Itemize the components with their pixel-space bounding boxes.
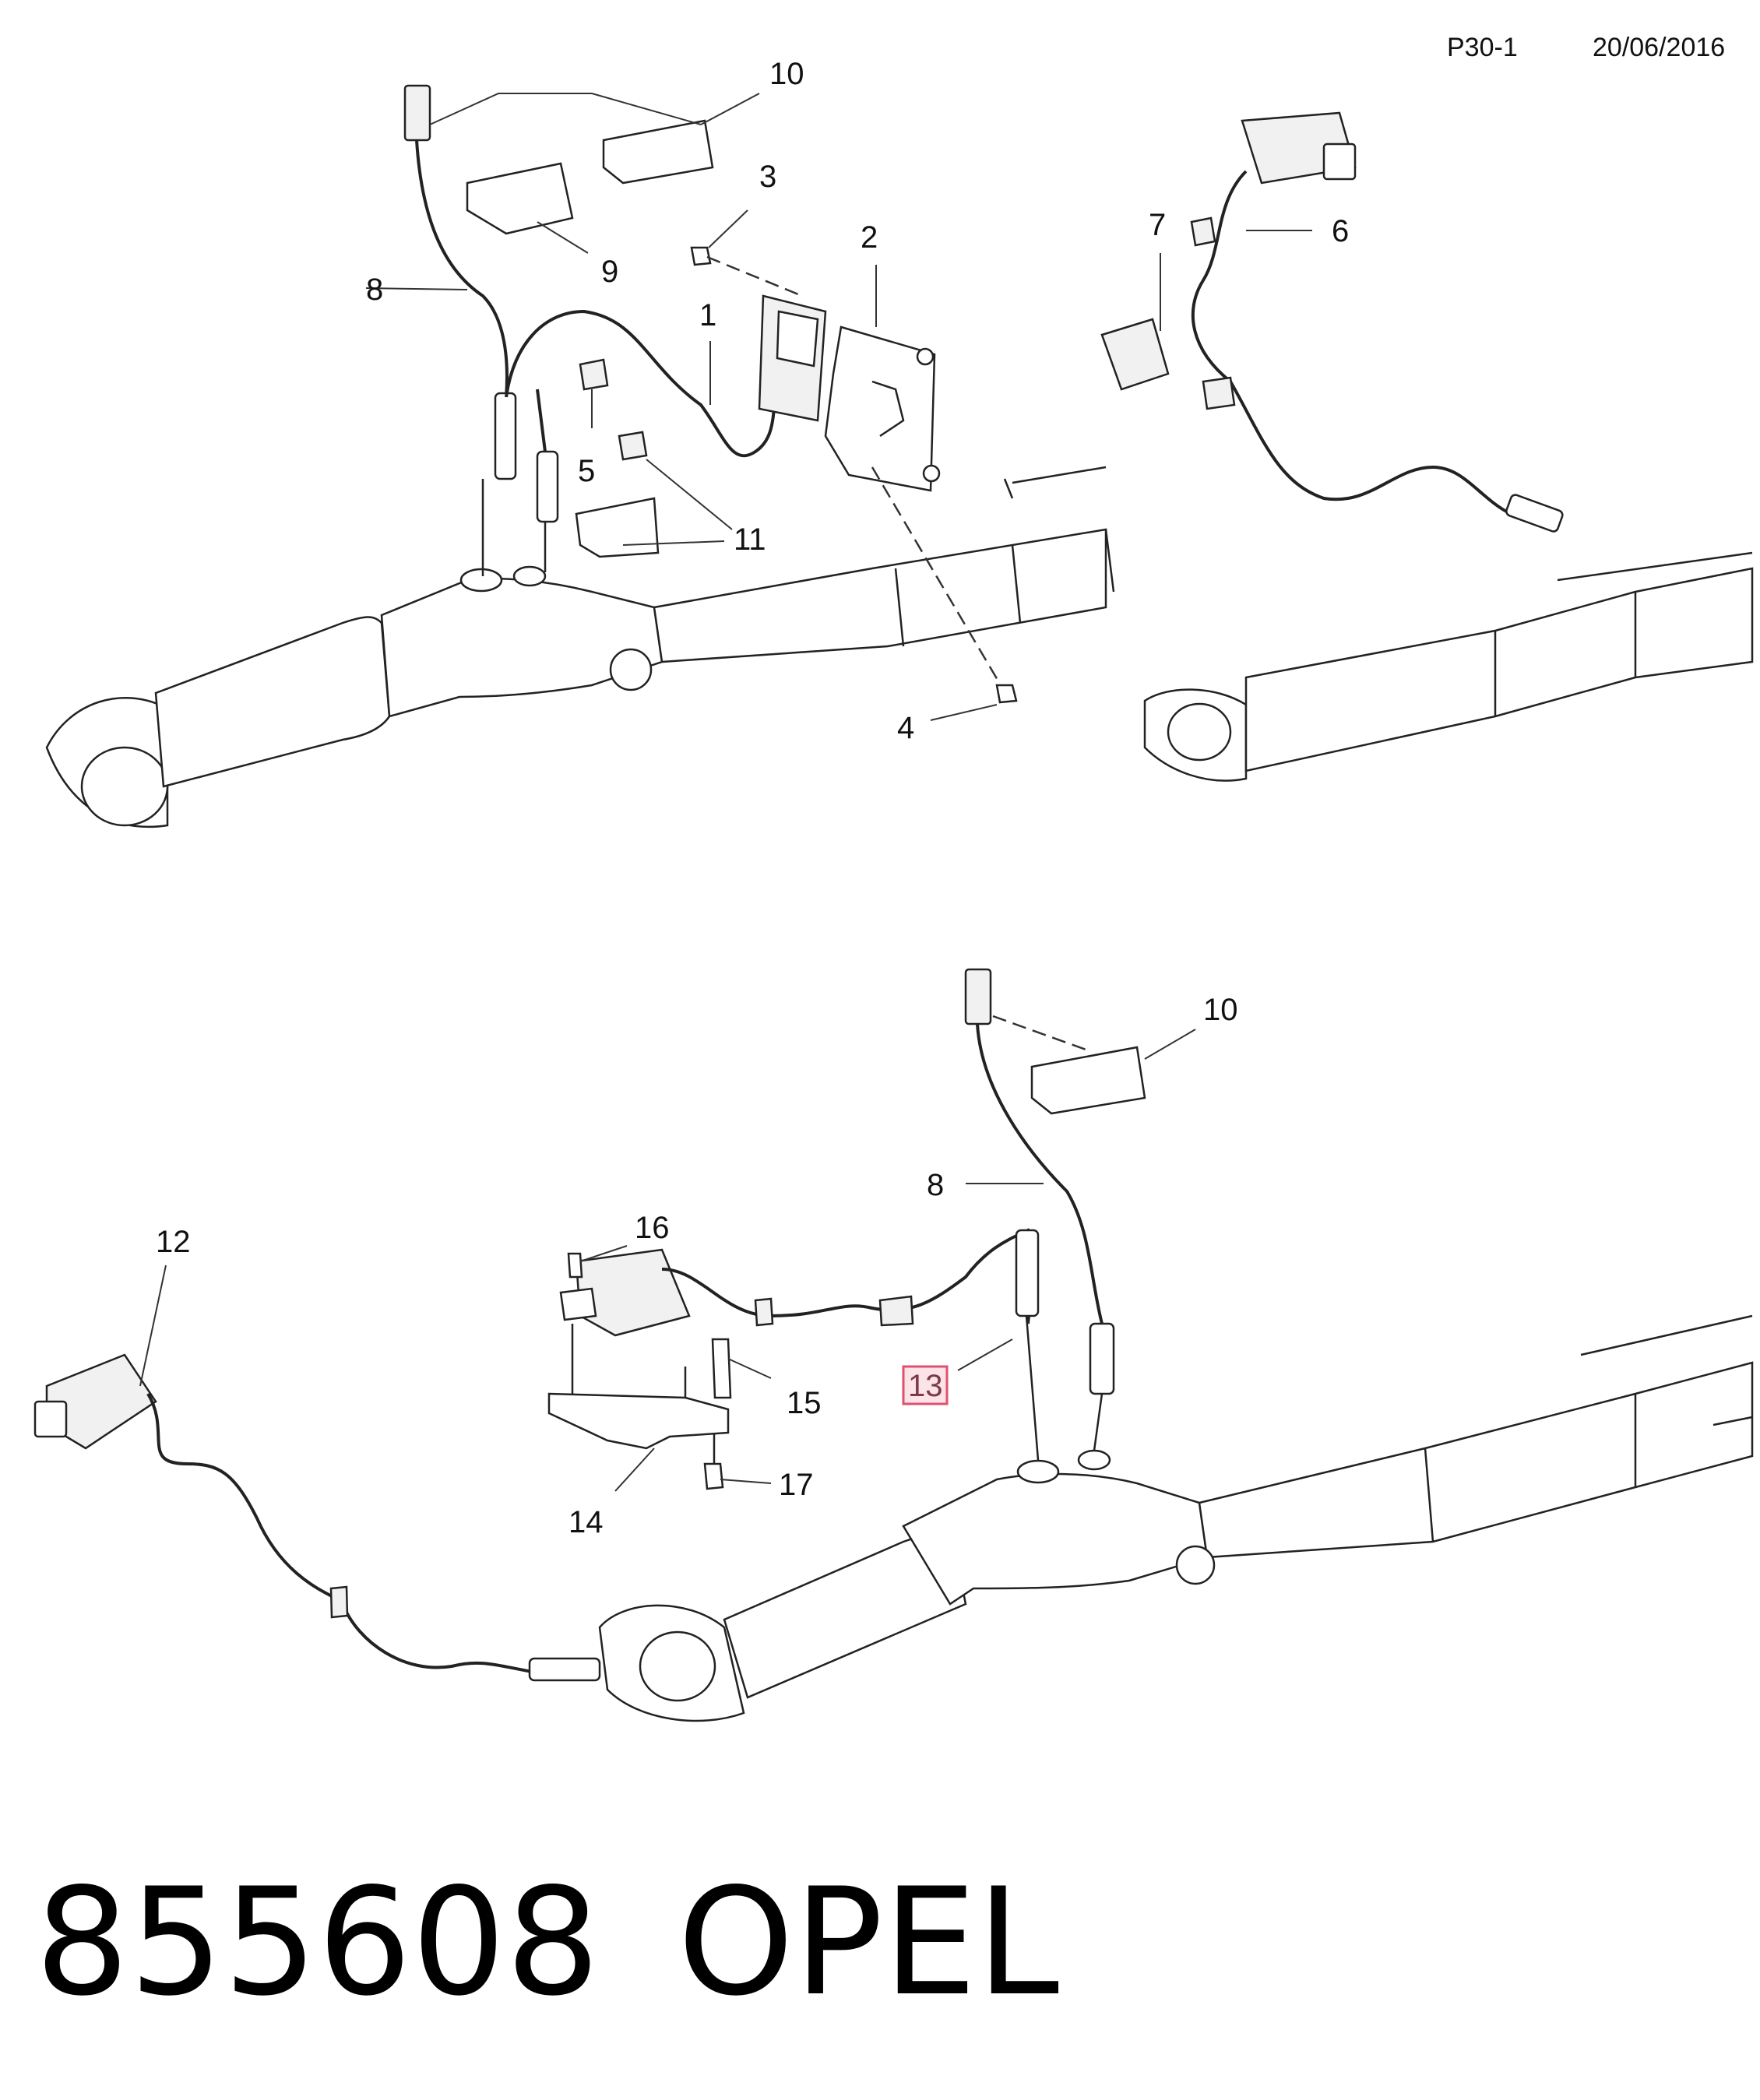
top-left-exhaust-assembly <box>45 84 1115 828</box>
callouts-top: 10 3 2 9 8 1 5 11 4 7 6 <box>366 57 1349 745</box>
sensor-boss-left <box>459 568 503 593</box>
sensor-cable-8-bottom <box>976 1023 1104 1324</box>
callout-17[interactable]: 17 <box>779 1468 814 1502</box>
part-number: 855608 <box>35 1856 600 2028</box>
oxygen-sensor-bottom-left <box>1015 1229 1040 1317</box>
oxygen-sensor-bottom-right <box>1089 1322 1115 1395</box>
bottom-exhaust-assembly <box>33 968 1754 1722</box>
bolt-15 <box>711 1338 732 1399</box>
callout-5[interactable]: 5 <box>578 454 595 488</box>
exhaust-pipe-bottom <box>1198 1361 1754 1559</box>
exhaust-pipe-top-right <box>1244 567 1754 772</box>
callout-6[interactable]: 6 <box>1332 214 1349 248</box>
sensor-connector-8-bottom <box>964 968 992 1025</box>
page-reference: P30-1 <box>1447 33 1518 62</box>
callout-11[interactable]: 11 <box>734 522 766 557</box>
sensor-cable-12 <box>146 1392 546 1676</box>
heat-shield-9 <box>466 162 574 235</box>
callout-10-top[interactable]: 10 <box>769 57 804 91</box>
exhaust-manifold <box>380 577 664 718</box>
pipe-clamp <box>609 648 653 691</box>
bolt-16 <box>567 1252 583 1279</box>
nut-17 <box>703 1462 724 1490</box>
callout-2[interactable]: 2 <box>861 220 878 255</box>
leader-lines <box>139 93 1312 1492</box>
exhaust-flange-port <box>80 746 169 827</box>
callout-4[interactable]: 4 <box>897 711 914 745</box>
top-right-exhaust-assembly <box>1100 111 1754 782</box>
sensor-cable-6 <box>1191 170 1512 515</box>
cable-bracket-11 <box>575 497 660 558</box>
callout-14[interactable]: 14 <box>568 1505 604 1539</box>
callout-9[interactable]: 9 <box>601 255 618 289</box>
sensor-connector-8 <box>403 84 431 142</box>
brand-name: OPEL <box>678 1856 1059 2028</box>
exhaust-manifold-bottom <box>902 1472 1209 1606</box>
oxygen-sensor-bottom-far-left <box>528 1657 601 1682</box>
callout-10-bottom[interactable]: 10 <box>1203 993 1238 1027</box>
callout-16[interactable]: 16 <box>635 1211 670 1245</box>
module-bracket-14 <box>547 1392 730 1450</box>
callout-13[interactable]: 13 <box>908 1369 943 1403</box>
callouts-bottom: 10 8 16 12 15 13 17 14 <box>156 993 1238 1539</box>
module-16-cable <box>661 1228 1034 1324</box>
callout-15[interactable]: 15 <box>787 1386 822 1420</box>
cable-clip-5 <box>579 358 609 391</box>
exhaust-pipe-section <box>653 528 1107 663</box>
connector-clip-7 <box>1100 318 1170 391</box>
diagram-date: 20/06/2016 <box>1593 33 1725 62</box>
sensor-cable-8 <box>415 139 509 398</box>
cable-clip-11 <box>618 431 648 461</box>
callout-8-bottom[interactable]: 8 <box>927 1168 944 1202</box>
callout-3[interactable]: 3 <box>759 160 776 194</box>
sensor-boss-right <box>512 565 547 587</box>
callout-8-top[interactable]: 8 <box>366 273 383 307</box>
callout-12[interactable]: 12 <box>156 1225 191 1259</box>
callout-7[interactable]: 7 <box>1149 208 1166 242</box>
module-mounting-bracket <box>824 325 936 492</box>
heat-shield-10-bottom <box>1030 1046 1146 1115</box>
catalytic-converter <box>154 616 391 788</box>
oxygen-sensor-left <box>494 392 517 480</box>
callout-13-highlight-box <box>902 1365 949 1405</box>
oxygen-sensor-right <box>536 450 559 523</box>
bolt-4 <box>995 684 1018 704</box>
nox-sensor-cable <box>505 309 780 458</box>
bolt-3 <box>690 246 712 266</box>
callout-1[interactable]: 1 <box>699 298 716 332</box>
heat-shield-10 <box>602 119 714 185</box>
oxygen-sensor-top-right <box>1505 494 1564 533</box>
